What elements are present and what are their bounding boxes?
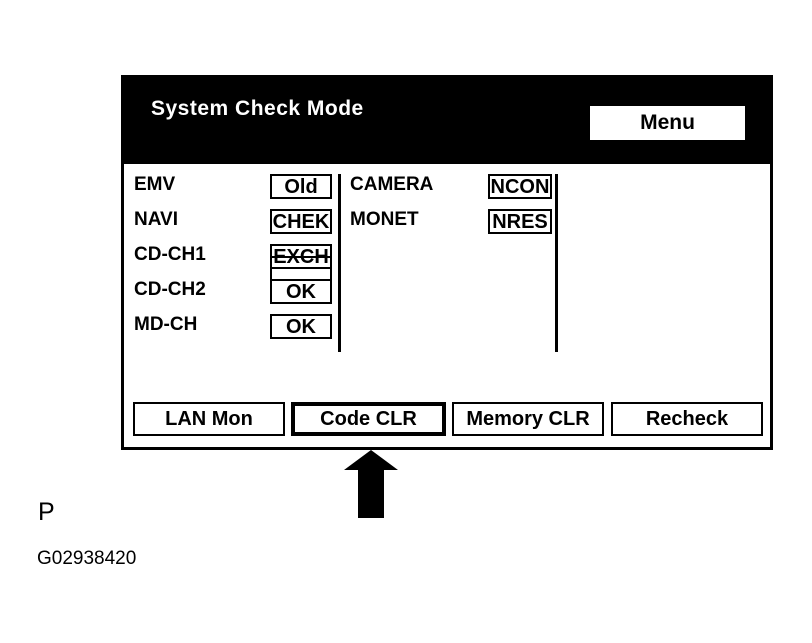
status-box-camera: NCON: [488, 174, 552, 199]
menu-button[interactable]: Menu: [590, 106, 745, 140]
status-box-emv: Old: [270, 174, 332, 199]
figure-id: G02938420: [37, 548, 137, 569]
title-bar: System Check Mode Menu: [124, 78, 770, 164]
device-status-panel: EMV NAVI CD-CH1 CD-CH2 MD-CH Old CHEK EX…: [124, 164, 770, 447]
status-box-monet: NRES: [488, 209, 552, 234]
status-box-cd-ch1: EXCH: [270, 244, 332, 269]
pointer-arrow-icon: [344, 450, 398, 518]
device-label: CD-CH2: [134, 279, 206, 300]
status-box-navi: CHEK: [270, 209, 332, 234]
device-label: NAVI: [134, 209, 178, 230]
device-label: CAMERA: [350, 174, 434, 195]
code-clr-button[interactable]: Code CLR: [291, 402, 446, 436]
column-divider: [338, 174, 341, 352]
status-box-md-ch: OK: [270, 314, 332, 339]
page-letter: P: [38, 498, 55, 526]
memory-clr-button[interactable]: Memory CLR: [452, 402, 604, 436]
device-label: MONET: [350, 209, 419, 230]
recheck-button[interactable]: Recheck: [611, 402, 763, 436]
device-label: EMV: [134, 174, 176, 195]
screen-title: System Check Mode: [151, 97, 364, 120]
device-label: MD-CH: [134, 314, 198, 335]
column-divider: [555, 174, 558, 352]
device-label: CD-CH1: [134, 244, 206, 265]
status-box-cd-ch2: OK: [270, 279, 332, 304]
lan-mon-button[interactable]: LAN Mon: [133, 402, 285, 436]
system-check-screen: System Check Mode Menu EMV NAVI CD-CH1 C…: [121, 75, 773, 450]
